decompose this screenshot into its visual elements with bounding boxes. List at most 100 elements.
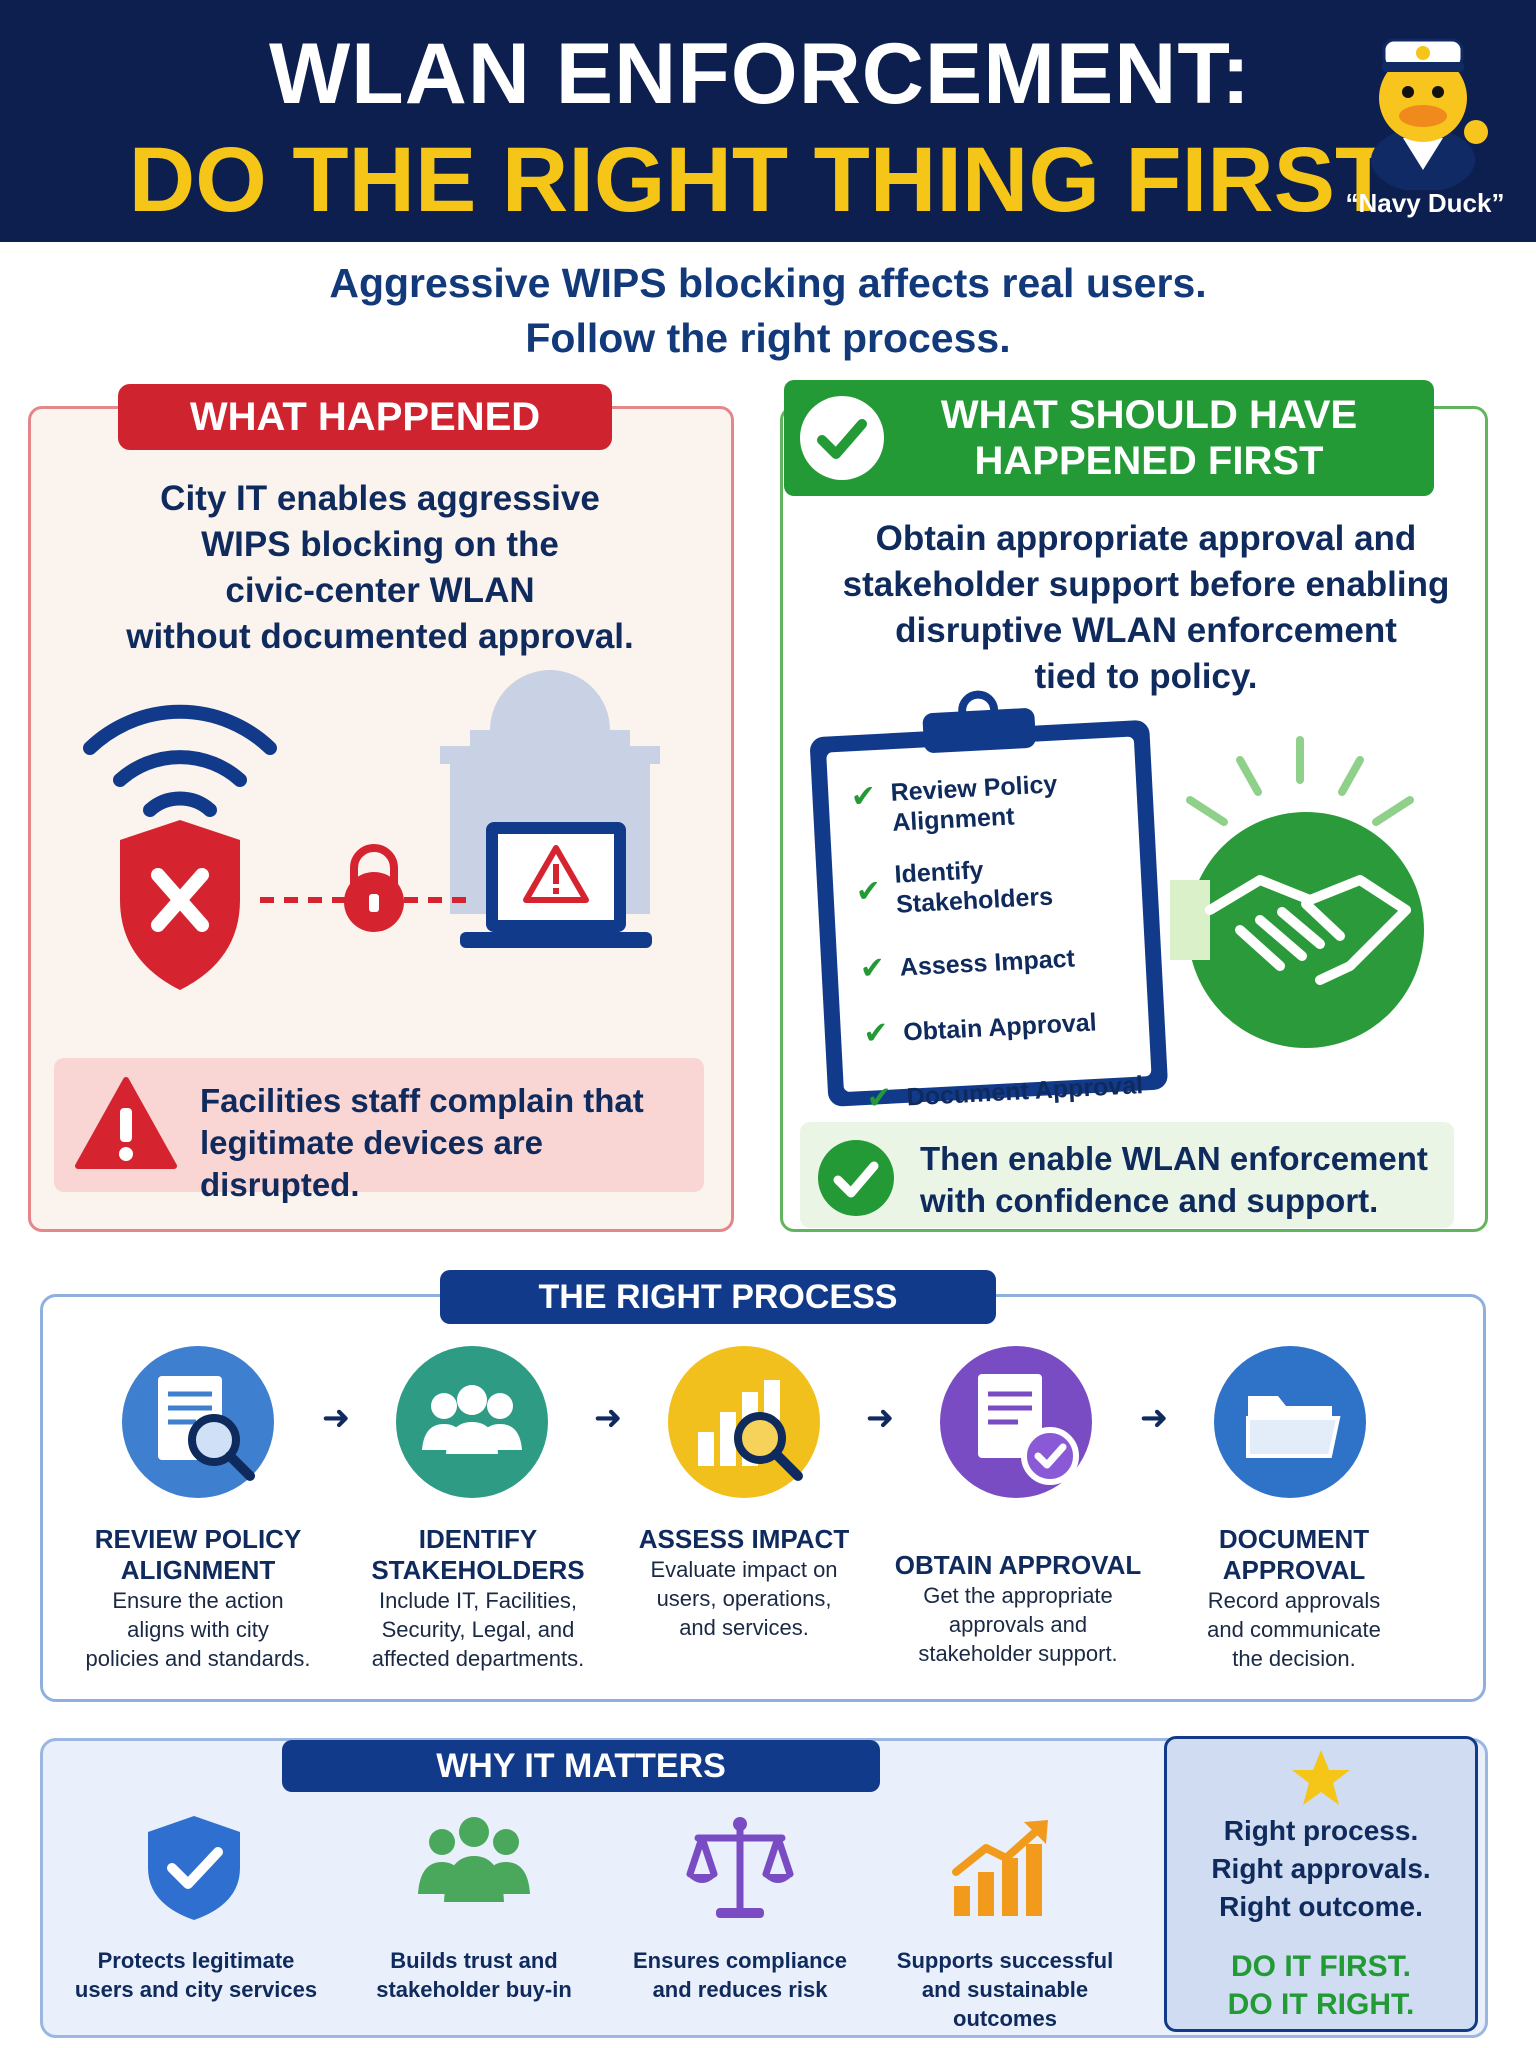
step-desc: and services. bbox=[679, 1615, 809, 1640]
checklist-item: ✔ Obtain Approval bbox=[862, 1007, 1098, 1051]
check-icon: ✔ bbox=[865, 1081, 893, 1116]
arrow-right-icon: ➜ bbox=[865, 1399, 895, 1437]
what-happened-body: City IT enables aggressive WIPS blocking… bbox=[90, 476, 670, 660]
step-title: APPROVAL bbox=[1222, 1555, 1366, 1585]
step-document-approval bbox=[1214, 1346, 1366, 1498]
step-title: ALIGNMENT bbox=[120, 1555, 276, 1585]
complaint-callout bbox=[54, 1058, 704, 1192]
summary-line: Right process. bbox=[1223, 1815, 1419, 1846]
should-have-body: Obtain appropriate approval and stakehol… bbox=[836, 516, 1456, 700]
process-heading: THE RIGHT PROCESS bbox=[440, 1270, 996, 1324]
cta-line: DO IT RIGHT. bbox=[1227, 1988, 1415, 2021]
document-check-icon bbox=[978, 1374, 1079, 1485]
outcome-line: with confidence and support. bbox=[920, 1182, 1379, 1219]
check-icon: ✔ bbox=[859, 951, 886, 986]
step-desc: and communicate bbox=[1207, 1617, 1381, 1642]
folder-icon bbox=[1246, 1396, 1341, 1458]
cta-line: DO IT FIRST. bbox=[1231, 1950, 1411, 1983]
people-group-icon bbox=[422, 1385, 522, 1454]
why-item-outcomes: Supports successful and sustainable outc… bbox=[874, 1946, 1136, 2033]
step-desc: Include IT, Facilities, bbox=[378, 1588, 578, 1613]
warning-triangle-icon bbox=[75, 1077, 177, 1169]
clipboard-icon bbox=[810, 690, 1168, 1107]
body-line: City IT enables aggressive bbox=[160, 479, 600, 518]
check-icon: ✔ bbox=[862, 1016, 890, 1051]
why-item-trust: Builds trust and stakeholder buy-in bbox=[344, 1946, 604, 2004]
step-text-assess-impact: ASSESS IMPACT Evaluate impact on users, … bbox=[612, 1524, 876, 1642]
people-group-icon bbox=[418, 1817, 530, 1902]
check-icon: ✔ bbox=[850, 779, 877, 814]
why-item-protects: Protects legitimate users and city servi… bbox=[64, 1946, 328, 2004]
step-text-review-policy: REVIEW POLICY ALIGNMENT Ensure the actio… bbox=[58, 1524, 338, 1673]
subtitle-line: Aggressive WIPS blocking affects real us… bbox=[329, 260, 1207, 306]
step-desc: aligns with city bbox=[127, 1617, 269, 1642]
step-desc: the decision. bbox=[1232, 1646, 1356, 1671]
why-text: Builds trust and bbox=[390, 1948, 558, 1973]
step-desc: Evaluate impact on bbox=[650, 1557, 838, 1582]
step-obtain-approval bbox=[940, 1346, 1092, 1498]
step-title: REVIEW POLICY bbox=[94, 1524, 302, 1554]
heading-line: WHAT SHOULD HAVE bbox=[940, 393, 1358, 437]
step-text-obtain-approval: OBTAIN APPROVAL Get the appropriate appr… bbox=[882, 1550, 1154, 1668]
wifi-icon bbox=[83, 704, 277, 817]
mascot-caption: “Navy Duck” bbox=[1345, 188, 1505, 218]
step-assess-impact bbox=[668, 1346, 820, 1498]
outcome-text: Then enable WLAN enforcement with confid… bbox=[920, 1138, 1450, 1222]
body-line: tied to policy. bbox=[1034, 657, 1258, 696]
header-banner bbox=[0, 0, 1536, 242]
lock-icon bbox=[344, 844, 404, 932]
heading-line: HAPPENED FIRST bbox=[974, 439, 1324, 483]
step-desc: affected departments. bbox=[371, 1646, 585, 1671]
step-review-policy bbox=[122, 1346, 274, 1498]
complaint-text: Facilities staff complain that legitimat… bbox=[200, 1080, 700, 1206]
body-line: without documented approval. bbox=[126, 617, 634, 656]
check-icon: ✔ bbox=[854, 874, 882, 909]
body-line: WIPS blocking on the bbox=[201, 525, 559, 564]
summary-line: Right approvals. bbox=[1211, 1853, 1431, 1884]
growth-chart-icon bbox=[952, 1820, 1048, 1916]
arrow-right-icon: ➜ bbox=[1139, 1399, 1169, 1437]
step-title: STAKEHOLDERS bbox=[371, 1555, 585, 1585]
check-circle-icon bbox=[818, 1140, 894, 1216]
should-have-heading: WHAT SHOULD HAVE HAPPENED FIRST bbox=[784, 380, 1434, 496]
title-line-2: DO THE RIGHT THING FIRST bbox=[128, 129, 1392, 231]
wips-blocking-illustration bbox=[83, 670, 660, 990]
step-identify-stakeholders bbox=[396, 1346, 548, 1498]
step-text-identify-stakeholders: IDENTIFY STAKEHOLDERS Include IT, Facili… bbox=[336, 1524, 620, 1673]
step-text-document-approval: DOCUMENT APPROVAL Record approvals and c… bbox=[1164, 1524, 1424, 1673]
why-text: users and city services bbox=[74, 1977, 318, 2002]
step-title: OBTAIN APPROVAL bbox=[894, 1550, 1142, 1580]
step-desc: Get the appropriate bbox=[923, 1583, 1113, 1608]
body-line: stakeholder support before enabling bbox=[842, 565, 1450, 604]
chart-search-icon bbox=[698, 1380, 803, 1481]
why-text: and reduces risk bbox=[652, 1977, 828, 2002]
step-title: IDENTIFY bbox=[418, 1524, 538, 1554]
star-icon bbox=[1292, 1750, 1350, 1805]
why-it-matters-heading: WHY IT MATTERS bbox=[282, 1740, 880, 1792]
step-desc: Ensure the action bbox=[112, 1588, 284, 1613]
why-text: Ensures compliance bbox=[633, 1948, 847, 1973]
summary-cta: DO IT FIRST. DO IT RIGHT. bbox=[1168, 1948, 1474, 2024]
summary-line: Right outcome. bbox=[1219, 1891, 1423, 1922]
balance-scale-icon bbox=[686, 1817, 794, 1918]
body-line: civic-center WLAN bbox=[225, 571, 535, 610]
navy-duck-mascot-icon bbox=[1371, 38, 1488, 190]
arrow-right-icon: ➜ bbox=[321, 1399, 351, 1437]
step-title: DOCUMENT bbox=[1218, 1524, 1370, 1554]
shield-check-icon bbox=[148, 1816, 240, 1920]
outcome-callout bbox=[800, 1122, 1454, 1228]
checklist-item: ✔ Identify Stakeholders bbox=[854, 856, 1054, 919]
handshake-icon bbox=[1170, 736, 1424, 1048]
step-desc: approvals and bbox=[948, 1612, 1088, 1637]
body-line: Obtain appropriate approval and bbox=[875, 519, 1417, 558]
why-text: stakeholder buy-in bbox=[376, 1977, 572, 2002]
check-circle-icon bbox=[800, 396, 884, 480]
step-desc: stakeholder support. bbox=[918, 1641, 1118, 1666]
laptop-warning-icon bbox=[460, 822, 652, 948]
step-desc: users, operations, bbox=[656, 1586, 832, 1611]
title-line-1: WLAN ENFORCEMENT: bbox=[268, 26, 1252, 122]
body-line: disruptive WLAN enforcement bbox=[895, 611, 1397, 650]
arrow-right-icon: ➜ bbox=[593, 1399, 623, 1437]
subtitle: Aggressive WIPS blocking affects real us… bbox=[168, 256, 1368, 366]
